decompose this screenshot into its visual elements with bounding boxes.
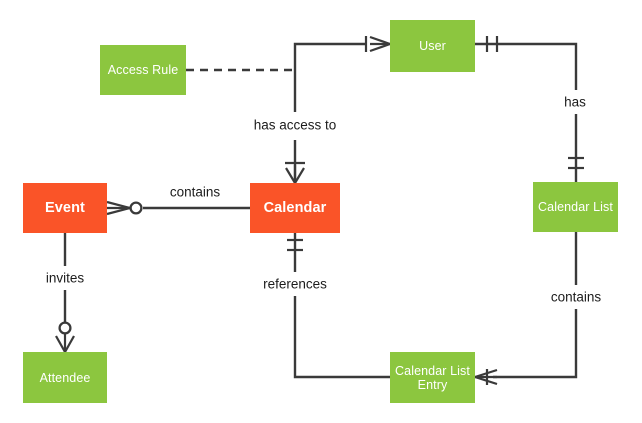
label-text: invites — [45, 270, 85, 286]
label-text: references — [263, 276, 327, 292]
edge-user-callist-line — [475, 42, 578, 90]
entity-calendar-list-label: Calendar List — [538, 200, 613, 214]
optional-circle-attendee — [58, 321, 72, 335]
edge-calendar-user-line2 — [293, 42, 366, 112]
edge-calendar-cle-line2 — [293, 296, 390, 379]
entity-attendee-label: Attendee — [39, 370, 91, 385]
optional-circle-event — [129, 201, 143, 215]
cardinality-user-left — [364, 35, 391, 53]
label-text: contains — [550, 289, 602, 305]
label-text: contains — [169, 184, 221, 200]
relationship-label-has-access-to: has access to — [248, 116, 342, 134]
crowfoot-cle-right — [474, 368, 498, 386]
label-text: has access to — [253, 117, 337, 133]
crowfoot-event-right — [106, 200, 131, 216]
cardinality-callist-top — [568, 156, 584, 170]
entity-user-label: User — [419, 39, 446, 53]
entity-access-rule[interactable]: Access Rule — [100, 45, 186, 95]
label-text: has — [564, 94, 586, 110]
relationship-label-contains-entry: contains — [545, 288, 607, 306]
crowfoot-calendar-top — [285, 161, 305, 184]
entity-user[interactable]: User — [390, 20, 475, 72]
entity-calendar-list-entry[interactable]: Calendar List Entry — [390, 352, 475, 403]
relationship-label-references: references — [258, 275, 332, 293]
relationship-label-contains-calendar: contains — [164, 183, 226, 201]
entity-access-rule-label: Access Rule — [107, 63, 179, 77]
entity-attendee[interactable]: Attendee — [23, 352, 107, 403]
relationship-label-has: has — [559, 93, 591, 111]
entity-calendar[interactable]: Calendar — [250, 183, 340, 233]
entity-calendar-label: Calendar — [263, 200, 327, 216]
crowfoot-attendee-top — [55, 334, 75, 353]
entity-calendar-list-entry-label: Calendar List Entry — [395, 363, 470, 392]
entity-calendar-list[interactable]: Calendar List — [533, 182, 618, 232]
entity-event-label: Event — [45, 200, 85, 216]
edge-callist-cle-line2 — [493, 309, 578, 379]
entity-event[interactable]: Event — [23, 183, 107, 233]
relationship-label-invites: invites — [40, 269, 90, 287]
